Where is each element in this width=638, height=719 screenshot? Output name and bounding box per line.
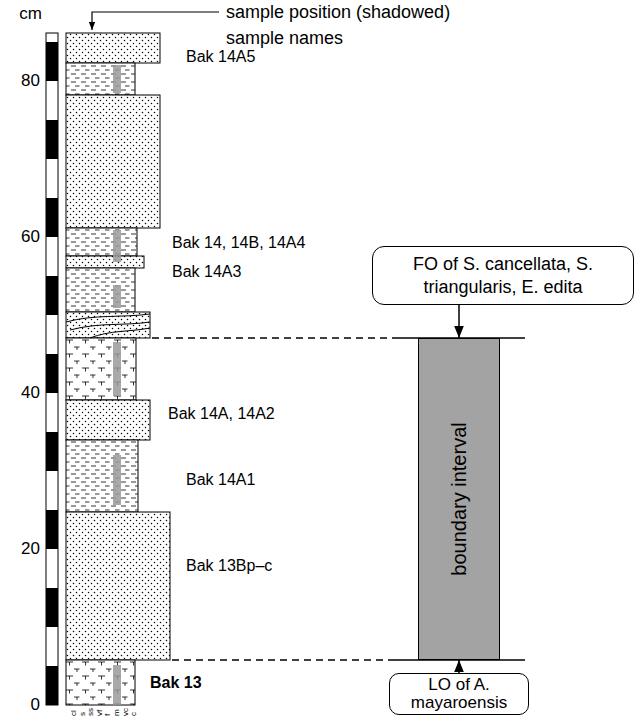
scale-segment [46,81,58,120]
band-label: boundary interval [448,422,471,575]
scale-segment [46,666,58,705]
grain-size-label: f [103,714,113,716]
grain-size-label: ss [86,708,96,716]
scale-number: 40 [21,383,40,403]
sample-bar [113,285,121,308]
cross-bedding [66,314,150,338]
scale-segment [46,510,58,549]
scale-segment [46,393,58,432]
boundary-band: boundary interval [418,338,500,660]
callout-text: FO of S. cancellata, S. triangularis, E.… [383,253,623,298]
sample-bar [113,455,121,505]
scale-segment [46,432,58,471]
sand-bed [66,312,150,338]
scale-segment [46,276,58,315]
scale-segment [46,588,58,627]
axis-unit: cm [19,4,42,24]
legend-note: sample position (shadowed) [226,2,450,23]
sample-positions [113,65,121,705]
sample-bar [113,342,121,396]
sand-bed [66,512,170,660]
scale-segment [46,627,58,666]
marl-bed [66,338,136,400]
scale-number: 20 [21,539,40,559]
scale-segment [46,315,58,354]
arrow-connector [458,305,460,338]
scale-segment [46,237,58,276]
scale-number: 0 [31,695,40,715]
leader-arrow [92,12,219,30]
sand-bed [66,256,144,268]
sand-bed [66,33,160,63]
lens-line [90,328,150,338]
grain-size-label: vc [121,708,131,716]
legend-note: sample names [226,28,343,49]
shale-bed [66,228,137,256]
shale-bed [66,63,135,95]
scale-segment [46,159,58,198]
sample-bar [113,230,121,262]
scale-segment [46,354,58,393]
sample-name: Bak 14A, 14A2 [168,405,275,423]
sample-name: Bak 14A1 [186,471,255,489]
column-layers [66,33,170,705]
scale-segment [46,198,58,237]
shale-bed [66,268,135,312]
arrow-connector [458,660,460,673]
scale-segment [46,549,58,588]
scale-segment [46,42,58,81]
callout-box: LO of A. mayaroensis [389,673,529,715]
callout-box: FO of S. cancellata, S. triangularis, E.… [372,246,634,305]
grain-size-label: c [129,712,139,716]
marl-bed [66,660,135,705]
grain-size-label: m [112,709,122,716]
sample-name: Bak 14, 14B, 14A4 [172,234,305,252]
sand-bed [66,400,150,440]
sample-bar [113,665,121,705]
scale-segment [46,120,58,159]
sample-bar [113,65,121,93]
callout-text: LO of A. mayaroensis [396,676,522,712]
sample-name: Bak 13Bp–c [186,557,272,575]
sample-name: Bak 14A5 [186,48,255,66]
grain-size-label: cl [69,710,79,716]
lens-line [66,314,150,322]
grain-size-label: s [78,712,88,716]
boundary-lines [152,338,525,660]
dashed-correlation [172,659,395,660]
scale-segment [46,33,58,42]
sample-name: Bak 14A3 [172,263,241,281]
scale-outline [46,33,58,705]
sample-name: Bak 13 [150,674,202,692]
scale-segment [46,471,58,510]
sand-bed [66,95,160,228]
scale-number: 80 [21,71,40,91]
scale-number: 60 [21,227,40,247]
shale-bed [66,440,138,512]
scale-bar [46,33,58,705]
lens-line [70,322,150,330]
dashed-correlation [152,337,395,338]
grain-size-label: vf [95,710,105,716]
